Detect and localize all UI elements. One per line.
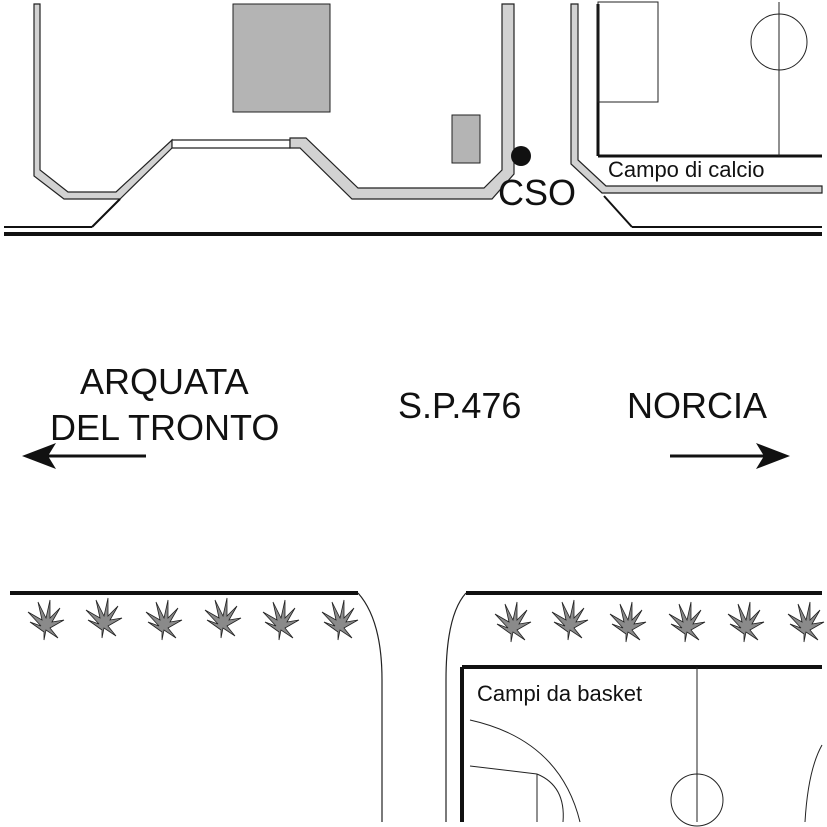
palm-plant-icon	[668, 601, 706, 643]
palm-plant-icon	[27, 599, 65, 641]
road-label: S.P.476	[398, 385, 521, 426]
court-free-throw-circle	[536, 773, 564, 823]
plant-row-right	[494, 599, 825, 643]
cso-label: CSO	[498, 172, 576, 213]
right-access-line	[603, 195, 633, 228]
left-destination-line1: ARQUATA	[80, 361, 249, 402]
court-key-top	[469, 765, 538, 775]
cso-marker	[511, 146, 531, 166]
palm-plant-icon	[787, 601, 825, 643]
main-building	[232, 3, 331, 113]
left-access-line	[91, 198, 121, 228]
plant-row-left	[27, 597, 359, 641]
small-building	[451, 114, 481, 164]
palm-plant-icon	[204, 597, 242, 639]
football-field-label: Campo di calcio	[608, 157, 765, 182]
building-complex-walls	[33, 3, 515, 200]
court-center-circle	[670, 773, 724, 827]
palm-plant-icon	[145, 599, 183, 641]
side-road-right-edge	[445, 592, 467, 822]
palm-plant-icon	[321, 599, 359, 641]
palm-plant-icon	[85, 597, 123, 639]
arrow-right-icon	[670, 443, 790, 469]
palm-plant-icon	[551, 599, 589, 641]
court-three-point-arc	[469, 719, 581, 823]
left-destination-line2: DEL TRONTO	[50, 407, 279, 448]
right-destination: NORCIA	[627, 385, 767, 426]
palm-plant-icon	[262, 599, 300, 641]
arrow-left-icon	[22, 443, 146, 469]
palm-plant-icon	[494, 601, 532, 643]
football-field-walls	[570, 3, 823, 194]
field-penalty-area	[597, 1, 659, 103]
side-road-left-edge	[357, 592, 383, 822]
palm-plant-icon	[727, 601, 765, 643]
basketball-courts-label: Campi da basket	[477, 681, 642, 706]
court-right-arc	[804, 744, 823, 823]
palm-plant-icon	[609, 601, 647, 643]
